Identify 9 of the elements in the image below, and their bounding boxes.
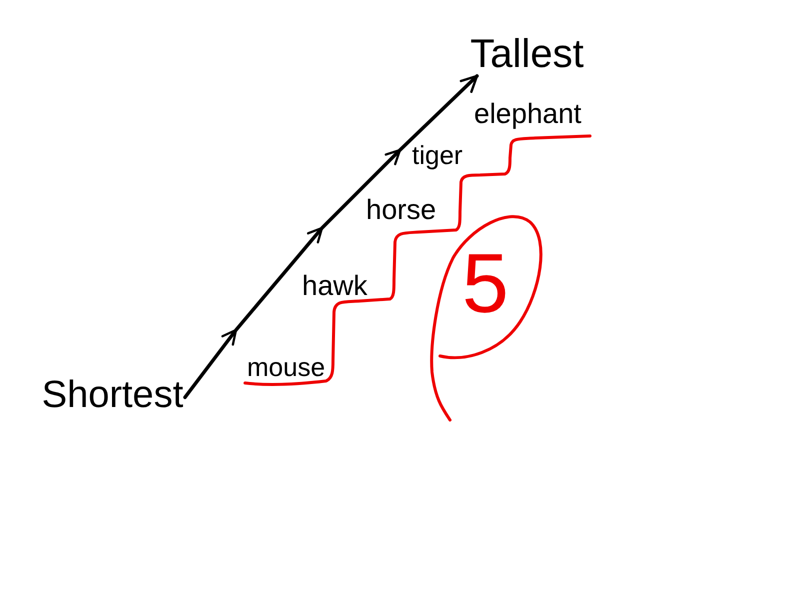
step-label: horse [366,196,436,224]
arrow [183,74,479,400]
step-label: mouse [247,354,326,380]
step-label: tiger [412,142,463,168]
end-label: Tallest [470,34,584,74]
step-label: hawk [302,272,368,300]
end-label: Shortest [42,376,184,414]
number-mark: 5 [462,241,509,325]
step-label: elephant [474,100,582,128]
